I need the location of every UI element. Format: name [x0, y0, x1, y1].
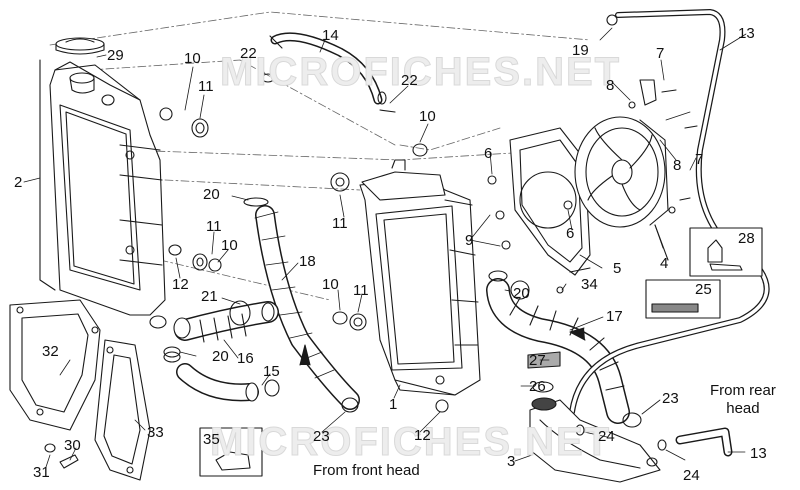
- part-label-10: 10: [184, 50, 201, 67]
- mounting-bracket-right: [94, 339, 151, 481]
- part-label-11: 11: [332, 215, 348, 232]
- part-label-24: 24: [683, 467, 700, 484]
- hose-18: [254, 205, 360, 410]
- part-label-21: 21: [201, 288, 218, 305]
- hose-17: [486, 270, 630, 424]
- part-label-10: 10: [221, 237, 238, 254]
- watermark: MICROFICHES.NET: [209, 420, 612, 465]
- part-label-29: 29: [107, 47, 124, 64]
- watermark: MICROFICHES.NET: [219, 50, 622, 95]
- part-label-34: 34: [581, 276, 598, 293]
- part-label-35: 35: [203, 431, 220, 448]
- part-label-20: 20: [203, 186, 220, 203]
- part-label-10: 10: [322, 276, 339, 293]
- part-label-8: 8: [673, 157, 682, 174]
- part-label-8: 8: [606, 77, 615, 94]
- fan-shroud: [509, 127, 591, 276]
- part-label-11: 11: [198, 78, 214, 95]
- part-label-3: 3: [507, 453, 516, 470]
- part-label-25: 25: [695, 281, 712, 298]
- part-label-23: 23: [313, 428, 330, 445]
- inset-box-25: [645, 279, 721, 319]
- part-label-20: 20: [513, 285, 530, 302]
- part-label-32: 32: [42, 343, 59, 360]
- part-label-26: 26: [529, 378, 546, 395]
- part-label-2: 2: [14, 174, 23, 191]
- inset-box-35: [199, 427, 263, 477]
- part-label-17: 17: [606, 308, 623, 325]
- part-label-33: 33: [147, 424, 164, 441]
- part-label-14: 14: [322, 27, 339, 44]
- part-label-7: 7: [695, 151, 704, 168]
- part-label-31: 31: [33, 464, 50, 481]
- part-label-27: 27: [529, 352, 546, 369]
- right-radiator: [359, 159, 481, 396]
- leader-lines: [23, 27, 747, 468]
- part-label-11: 11: [206, 218, 222, 235]
- part-label-22: 22: [401, 72, 418, 89]
- part-label-4: 4: [660, 255, 669, 272]
- part-label-13: 13: [738, 25, 755, 42]
- note-from-front-head: From front head: [313, 462, 420, 479]
- radiator-cap: [55, 37, 105, 94]
- part-label-6: 6: [484, 145, 493, 162]
- part-label-1: 1: [389, 396, 398, 413]
- part-label-9: 9: [465, 232, 474, 249]
- part-label-5: 5: [613, 260, 622, 277]
- screws-clamps: [163, 89, 698, 451]
- mounting-bracket-left: [9, 299, 101, 431]
- part-label-19: 19: [572, 42, 589, 59]
- note-from-rear-head: From rear head: [710, 382, 776, 417]
- hose-16: [173, 301, 279, 343]
- part-label-18: 18: [299, 253, 316, 270]
- part-label-15: 15: [263, 363, 280, 380]
- part-label-22: 22: [240, 45, 257, 62]
- part-label-12: 12: [172, 276, 189, 293]
- part-label-13: 13: [750, 445, 767, 462]
- part-label-11: 11: [353, 282, 369, 299]
- part-label-20: 20: [212, 348, 229, 365]
- hose-14: [269, 32, 383, 105]
- part-label-10: 10: [419, 108, 436, 125]
- part-label-7: 7: [656, 45, 665, 62]
- inset-box-28: [689, 227, 763, 277]
- bolt-and-washer: [44, 443, 79, 469]
- part-label-24: 24: [598, 428, 615, 445]
- part-label-28: 28: [738, 230, 755, 247]
- cooling-fan: [574, 79, 669, 261]
- part-label-30: 30: [64, 437, 81, 454]
- part-label-16: 16: [237, 350, 254, 367]
- hose-15: [163, 346, 280, 402]
- part-label-12: 12: [414, 427, 431, 444]
- part-label-23: 23: [662, 390, 679, 407]
- small-fittings: [101, 73, 449, 413]
- left-radiator: [39, 59, 167, 329]
- part-label-6: 6: [566, 225, 575, 242]
